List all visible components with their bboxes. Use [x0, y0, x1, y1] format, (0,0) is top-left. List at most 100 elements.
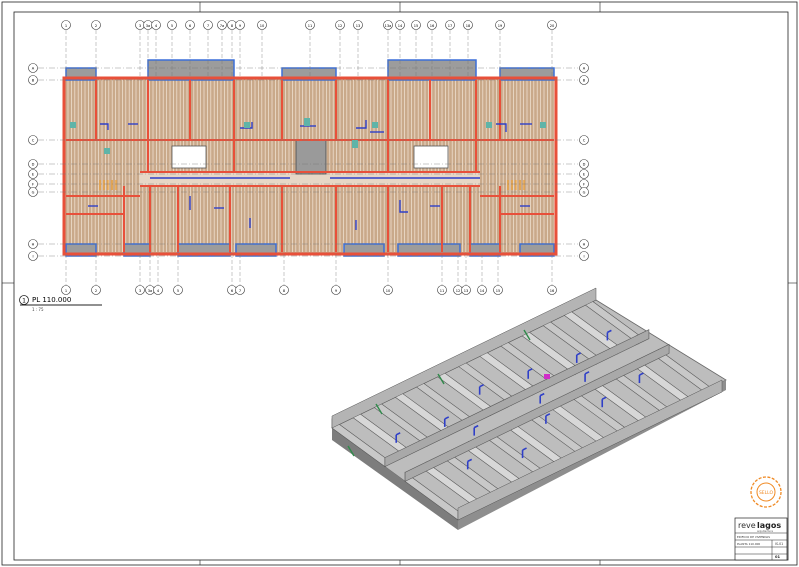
axo-slab-left-face — [332, 428, 458, 530]
grid-label-right: F — [583, 183, 585, 187]
courtyard-right — [413, 145, 449, 169]
grid-bubble-top — [463, 20, 473, 30]
stamp-outer-ring — [750, 476, 782, 508]
grid-bubble-top — [305, 20, 315, 30]
grid-label-bottom: 15 — [496, 289, 501, 293]
grid-bubble-right — [579, 135, 589, 145]
grid-bubble-top — [257, 20, 267, 30]
title-block: reve lagos arquitectura EDIFICIO DE VIVI… — [734, 517, 788, 561]
title-block-frame — [734, 517, 788, 561]
grid-bubble-bottom — [383, 285, 393, 295]
axonometric-3d-view — [331, 287, 727, 530]
grid-label-bottom: 14 — [480, 289, 485, 293]
grid-label-left: F — [32, 183, 34, 187]
stairs — [99, 180, 525, 190]
grid-bubble-left — [28, 187, 38, 197]
grid-label-top: 19 — [498, 24, 503, 28]
stamp-inner-ring — [756, 482, 776, 502]
grid-label-left: D — [32, 163, 35, 167]
axo-pipes — [395, 329, 644, 470]
grid-bubble-top — [495, 20, 505, 30]
project-name: EDIFICIO DE VIVIENDAS — [737, 535, 770, 539]
grid-label-left: C — [32, 139, 35, 143]
grid-label-top: 1 — [65, 24, 67, 28]
grid-label-top: 5 — [171, 24, 173, 28]
grid-label-bottom: 6 — [231, 289, 234, 293]
grid-label-left: G — [32, 191, 35, 195]
grid-bubble-right — [579, 159, 589, 169]
grid-label-bottom: 3 — [139, 289, 141, 293]
grid-bubble-bottom — [61, 285, 71, 295]
grid-bubble-bottom — [493, 285, 503, 295]
grid-bubble-right — [579, 251, 589, 261]
grid-bubble-left — [28, 75, 38, 85]
courtyard-left — [171, 145, 207, 169]
grid-label-bottom: 12 — [456, 289, 461, 293]
logo-prefix: reve — [738, 521, 756, 530]
grid-label-right: E — [583, 173, 586, 177]
grid-bubble-top — [167, 20, 177, 30]
view-name: PL 110.000 — [32, 296, 71, 304]
grid-label-left: I — [32, 255, 33, 259]
grid-bubble-top — [235, 20, 245, 30]
grid-label-top: 7a — [220, 24, 225, 28]
grid-bubble-left — [28, 135, 38, 145]
grid-bubble-left — [28, 251, 38, 261]
stair-core — [295, 139, 327, 175]
grid-bubble-bottom — [547, 285, 557, 295]
grid-label-left: B — [32, 79, 35, 83]
logo-main: lagos — [757, 521, 781, 530]
grid-label-bottom: 5 — [177, 289, 179, 293]
grid-bubble-right — [579, 239, 589, 249]
grid-label-right: H — [583, 243, 586, 247]
grid-label-bottom: 11 — [440, 289, 445, 293]
floor-plan — [62, 59, 558, 257]
plumbing-pipes — [88, 120, 532, 230]
grid-label-top: 13a — [385, 24, 392, 28]
view-title: 1 PL 110.000 1 : 75 — [19, 295, 102, 312]
grid-bubble-top — [353, 20, 363, 30]
grid-bubble-top — [61, 20, 71, 30]
sheet-title: PLANTA 110.000 — [737, 542, 760, 546]
grid-label-right: D — [583, 163, 586, 167]
sanitary-fixtures — [70, 118, 546, 154]
exterior-wall — [62, 76, 558, 256]
grid-bubble-top — [547, 20, 557, 30]
sheet-number: 01 — [775, 555, 781, 559]
grid-bubble-left — [28, 63, 38, 73]
grid-label-bottom: 4 — [157, 289, 160, 293]
grid-label-top: 13 — [356, 24, 361, 28]
grid-label-top: 7 — [207, 24, 209, 28]
view-scale: 1 : 75 — [32, 307, 44, 312]
grid-label-top: 6 — [189, 24, 192, 28]
grid-bubble-top — [395, 20, 405, 30]
grid-bubble-top — [427, 20, 437, 30]
grid-label-top: 10 — [260, 24, 265, 28]
grid-bubble-bottom — [235, 285, 245, 295]
grid-bubble-top — [151, 20, 161, 30]
grid-label-bottom: 16 — [550, 289, 555, 293]
grid-bubble-bottom — [173, 285, 183, 295]
grid-bubble-bottom — [477, 285, 487, 295]
grid-label-top: 4 — [155, 24, 158, 28]
logo-sub: arquitectura — [757, 529, 773, 533]
sheet-inner-border — [13, 11, 789, 561]
grid-label-left: H — [32, 243, 35, 247]
grid-label-top: 12 — [338, 24, 343, 28]
grid-bubble-top — [217, 20, 227, 30]
grid-label-left: E — [32, 173, 35, 177]
grid-label-right: A — [583, 67, 586, 71]
grid-bubble-top — [185, 20, 195, 30]
grid-bubble-top — [383, 20, 393, 30]
grid-bubble-bottom — [279, 285, 289, 295]
grid-label-bottom: 9 — [335, 289, 338, 293]
grid-bubble-bottom — [135, 285, 145, 295]
view-number: 1 — [22, 298, 26, 305]
grid-label-right: I — [583, 255, 584, 259]
grid-bubble-top — [445, 20, 455, 30]
grid-label-bottom: 3a — [148, 289, 153, 293]
grid-bubble-right — [579, 169, 589, 179]
grid-bubble-bottom — [437, 285, 447, 295]
grid-label-bottom: 7 — [239, 289, 241, 293]
